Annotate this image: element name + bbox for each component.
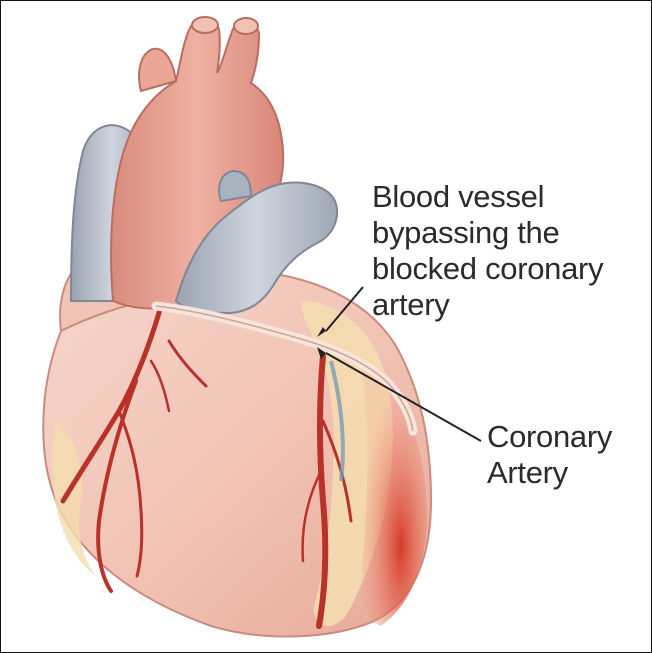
bypass-label-line-2: bypassing the xyxy=(372,215,603,251)
aortic-branch-top-1 xyxy=(192,17,218,33)
pulmonary-left-branch xyxy=(219,171,251,201)
aortic-branch-top-2 xyxy=(234,18,258,34)
bypass-label-line-3: blocked coronary xyxy=(372,251,603,287)
coronary-artery-label: Coronary Artery xyxy=(487,419,612,491)
coronary-label-line-2: Artery xyxy=(487,455,612,491)
coronary-label-line-1: Coronary xyxy=(487,419,612,455)
bypass-label: Blood vessel bypassing the blocked coron… xyxy=(372,179,603,323)
bypass-label-line-4: artery xyxy=(372,287,603,323)
bypass-label-line-1: Blood vessel xyxy=(372,179,603,215)
